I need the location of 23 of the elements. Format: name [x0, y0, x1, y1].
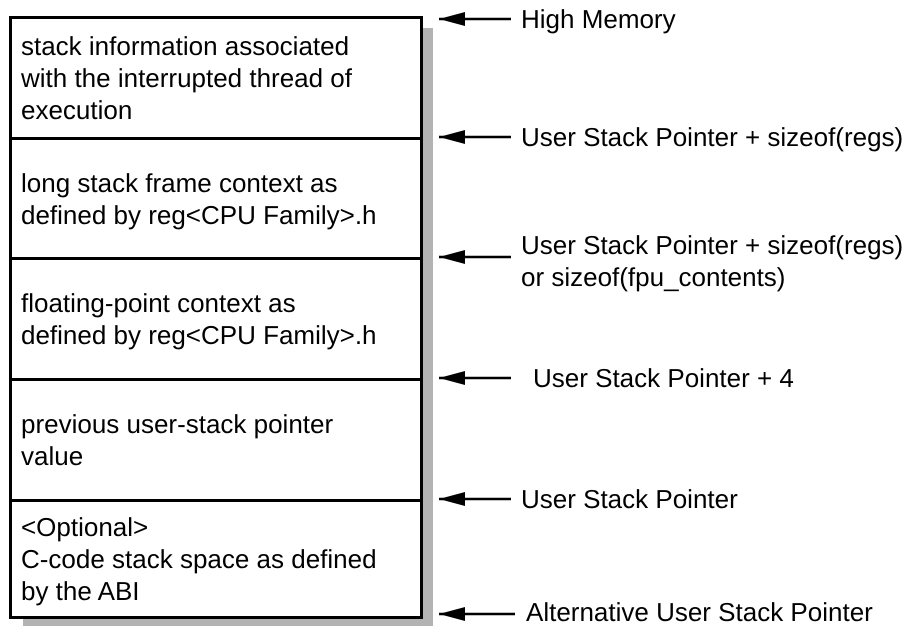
stack-frame-section	[9, 499, 423, 619]
pointer-label: User Stack Pointer + sizeof(regs) or sizeof(fpu_contents)	[521, 229, 904, 293]
arrow	[439, 371, 511, 385]
pointer-label: User Stack Pointer + 4	[533, 362, 795, 394]
pointer-label: User Stack Pointer + sizeof(regs)	[521, 121, 904, 153]
section-text: stack information associated with the interrupted thread of execution	[21, 30, 353, 126]
stack-frame-section	[9, 378, 423, 502]
arrow	[439, 492, 511, 506]
section-text: long stack frame context as defined by reg<CPU Family>.h	[21, 166, 378, 230]
section-text: floating-point context as defined by reg<CPU Family>.h	[21, 287, 378, 351]
section-text: <Optional>	[21, 511, 150, 543]
arrow	[439, 12, 511, 26]
stack-frame-section	[9, 16, 423, 140]
arrow	[439, 250, 511, 264]
stack-frame-section	[9, 137, 423, 260]
section-text: previous user-stack pointer value	[21, 408, 334, 472]
pointer-label: High Memory	[521, 3, 677, 35]
pointer-label: Alternative User Stack Pointer	[526, 596, 874, 626]
section-text: C-code stack space as defined by the ABI	[21, 543, 378, 607]
arrow	[439, 607, 515, 621]
arrow	[439, 130, 511, 144]
pointer-label: User Stack Pointer	[521, 483, 739, 515]
stack-frame-section	[9, 257, 423, 381]
